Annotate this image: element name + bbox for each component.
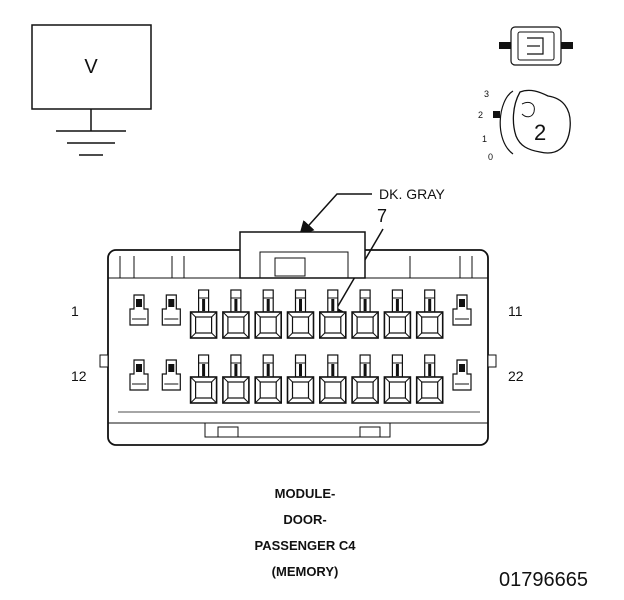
pin-label-22: 22 <box>508 368 524 384</box>
cavity-7 <box>318 289 347 339</box>
voltmeter-symbol: V <box>31 24 152 156</box>
wire-color-label: DK. GRAY <box>379 186 446 202</box>
svg-text:1: 1 <box>482 134 487 144</box>
caption-line-1: MODULE- <box>275 486 336 501</box>
cavity-9 <box>383 289 412 339</box>
cavity-20 <box>383 354 412 404</box>
cavity-6 <box>286 289 315 339</box>
caption-line-2: DOOR- <box>283 512 326 527</box>
ground-icon <box>56 109 126 156</box>
cavity-14 <box>189 354 218 404</box>
cavity-8 <box>351 289 379 339</box>
cavity-21 <box>415 354 444 404</box>
caption-line-3: PASSENGER C4 <box>255 538 357 553</box>
voltmeter-label: V <box>84 56 98 78</box>
cavity-2 <box>161 294 181 326</box>
cavity-10 <box>415 289 444 339</box>
svg-text:3: 3 <box>484 89 489 99</box>
cavity-5 <box>254 289 282 339</box>
cavity-22 <box>452 359 472 391</box>
connector-housing <box>99 231 497 446</box>
pin-callout-number: 7 <box>377 206 387 226</box>
cavity-12 <box>129 359 149 391</box>
cavity-13 <box>161 359 181 391</box>
connector-cavities <box>129 289 472 404</box>
cavity-17 <box>286 354 315 404</box>
cavity-19 <box>351 354 379 404</box>
svg-text:0: 0 <box>488 152 493 162</box>
probe-connector-icon <box>499 26 573 66</box>
cavity-4 <box>222 289 250 339</box>
cavity-15 <box>222 354 250 404</box>
svg-text:2: 2 <box>478 110 483 120</box>
cavity-18 <box>318 354 347 404</box>
pin-label-12: 12 <box>71 368 87 384</box>
selector-knob-icon: 3 2 1 0 2 <box>478 89 571 162</box>
pin-label-11: 11 <box>508 303 523 319</box>
cavity-11 <box>452 294 472 326</box>
selector-setting: 2 <box>534 120 546 145</box>
wire-color-callout: DK. GRAY <box>298 186 446 237</box>
cavity-3 <box>189 289 218 339</box>
cavity-1 <box>129 294 149 326</box>
cavity-16 <box>254 354 282 404</box>
figure-id: 01796665 <box>499 569 588 591</box>
caption-line-4: (MEMORY) <box>272 564 339 579</box>
pin-label-1: 1 <box>71 303 79 319</box>
